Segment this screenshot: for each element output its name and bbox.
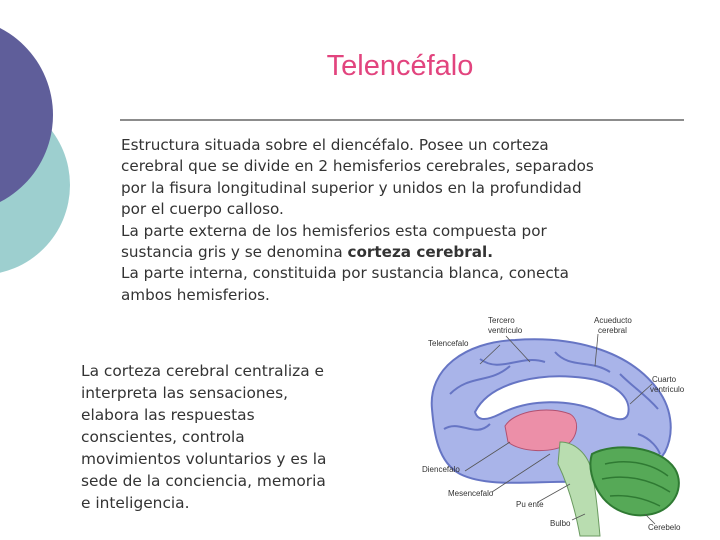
purple-circle-shape [0,27,53,203]
paragraph-line-prefix: sustancia gris y se denomina [121,243,348,262]
paragraph-line: cerebral que se divide en 2 hemisferios … [121,157,594,176]
side-line: La corteza cerebral centraliza e [81,362,324,380]
paragraph-line: La parte interna, constituida por sustan… [121,264,569,283]
label-leaders [464,333,656,525]
gyri-lines [443,351,661,455]
label-puente: Pu ente [516,500,544,509]
cerebellum-shape [589,446,680,517]
label-mesencefalo: Mesencefalo [448,489,494,498]
corpus-callosum-shape [473,375,630,421]
label-diencefalo: Diencefalo [422,465,460,474]
label-cuarto-line1: Cuarto [652,375,677,384]
label-telencefalo: Telencefalo [428,339,469,348]
paragraph-line: por la fisura longitudinal superior y un… [121,178,582,197]
cerebellum-folia [601,461,671,507]
label-cuarto-line2: ventriculo [650,385,685,394]
paragraph-line: Estructura situada sobre el diencéfalo. … [121,136,549,154]
side-line: conscientes, controla [81,428,245,446]
side-line: interpreta las sensaciones, [81,384,289,402]
side-paragraph: La corteza cerebral centraliza e interpr… [81,360,381,514]
side-line: movimientos voluntarios y es la [81,450,327,468]
label-acueducto-line1: Acueducto [594,316,632,325]
diencephalon-shape [504,409,577,452]
side-line: elabora las respuestas [81,406,255,424]
decorative-circles [0,27,70,273]
paragraph-line: por el cuerpo calloso. [121,200,284,219]
label-cerebelo: Cerebelo [648,523,681,532]
main-paragraph: Estructura situada sobre el diencéfalo. … [121,135,701,306]
side-line: e inteligencia. [81,494,190,512]
slide-title: Telencéfalo [326,50,474,82]
label-bulbo: Bulbo [550,519,571,528]
label-acueducto-line2: cerebral [598,326,627,335]
label-tercer-ventriculo-line1: Tercero [488,316,515,325]
bold-term: corteza cerebral. [347,243,494,262]
side-line: sede de la conciencia, memoria [81,472,326,490]
paragraph-line: ambos hemisferios. [121,285,270,304]
paragraph-line: La parte externa de los hemisferios esta… [121,221,547,240]
paragraph-line-with-bold: sustancia gris y se denomina corteza cer… [121,242,701,263]
label-tercer-ventriculo-line2: ventriculo [488,326,523,335]
title-divider [120,119,684,121]
brain-illustration: Telencefalo Tercero ventriculo Acueducto… [422,316,685,537]
